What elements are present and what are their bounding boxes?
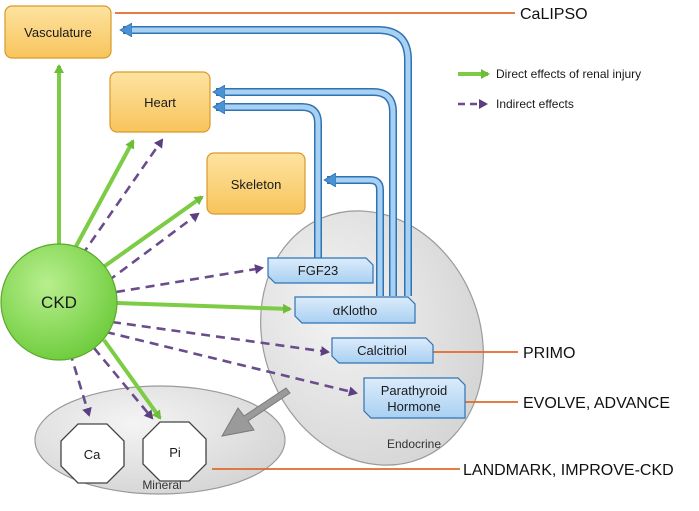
indirect-effect-arrows [68,138,358,420]
fgf23-to-heart-arrow [216,107,321,258]
calcitriol-label: Calcitriol [357,343,407,358]
fgf23-box [267,257,374,284]
fgf23-label: FGF23 [298,263,338,278]
calcitriol-node: Calcitriol [331,337,434,364]
trial-primo: PRIMO [523,345,575,362]
vasculature-box [4,5,112,59]
ca-octagon [60,423,125,484]
calcitriol-box [331,337,434,364]
pth-node: Parathyroid Hormone [363,377,466,419]
aklotho-to-vasculature-arrow [123,30,411,296]
ckd-to-pth-indirect-arrow [105,330,358,397]
ca-node: Ca [60,423,125,484]
aklotho-label: αKlotho [333,303,377,318]
ckd-to-skeleton-arrow [100,195,204,270]
ckd-to-ca-indirect-arrow [68,351,92,417]
ckd-to-fgf23-indirect-arrow [115,264,264,294]
endocrine-feedback-arrows [123,30,412,296]
heart-label: Heart [144,95,176,110]
pth-box [363,377,466,419]
direct-effect-arrows [54,64,292,420]
heart-box [109,71,211,133]
pi-label: Pi [169,445,181,460]
legend-direct-label: Direct effects of renal injury [496,67,641,81]
legend-indirect-label: Indirect effects [496,97,574,111]
ca-label: Ca [84,447,101,462]
aklotho-node: αKlotho [294,296,416,324]
ckd-to-skeleton-indirect-arrow [107,212,200,283]
ckd-circle [0,243,118,361]
ckd-to-aklotho-arrow [116,301,292,314]
endocrine-to-mineral-arrow [221,387,291,437]
skeleton-box [206,152,306,215]
fgf23-node: FGF23 [267,257,374,284]
trial-evolve-advance: EVOLVE, ADVANCE [523,395,670,412]
trial-landmark-improve: LANDMARK, IMPROVE-CKD [463,462,674,479]
trial-connectors [115,12,518,470]
vasculature-label: Vasculature [24,25,92,40]
pth-label-line1: Parathyroid [381,383,447,398]
mineral-group-label: Mineral [142,478,181,492]
ckd-to-calcitriol-indirect-arrow [111,320,330,356]
aklotho-to-fgf23-arrow [327,180,383,296]
pth-label-line2: Hormone [387,399,440,414]
vasculature-node: Vasculature [4,5,112,59]
aklotho-to-heart-arrow [216,92,396,296]
ckd-to-pi-arrow [102,338,162,420]
ckd-to-heart-arrow [72,139,135,251]
skeleton-node: Skeleton [206,152,306,215]
legend: Direct effects of renal injury Indirect … [458,67,641,111]
pi-node: Pi [142,421,207,482]
skeleton-label: Skeleton [231,177,282,192]
heart-node: Heart [109,71,211,133]
ckd-to-heart-indirect-arrow [80,138,164,256]
ckd-label: CKD [41,293,77,312]
ckd-to-pi-indirect-arrow [92,347,154,420]
trial-calipso: CaLIPSO [520,6,588,23]
aklotho-box [294,296,416,324]
ckd-node: CKD [0,243,118,361]
endocrine-group-label: Endocrine [387,437,441,451]
pi-octagon [142,421,207,482]
